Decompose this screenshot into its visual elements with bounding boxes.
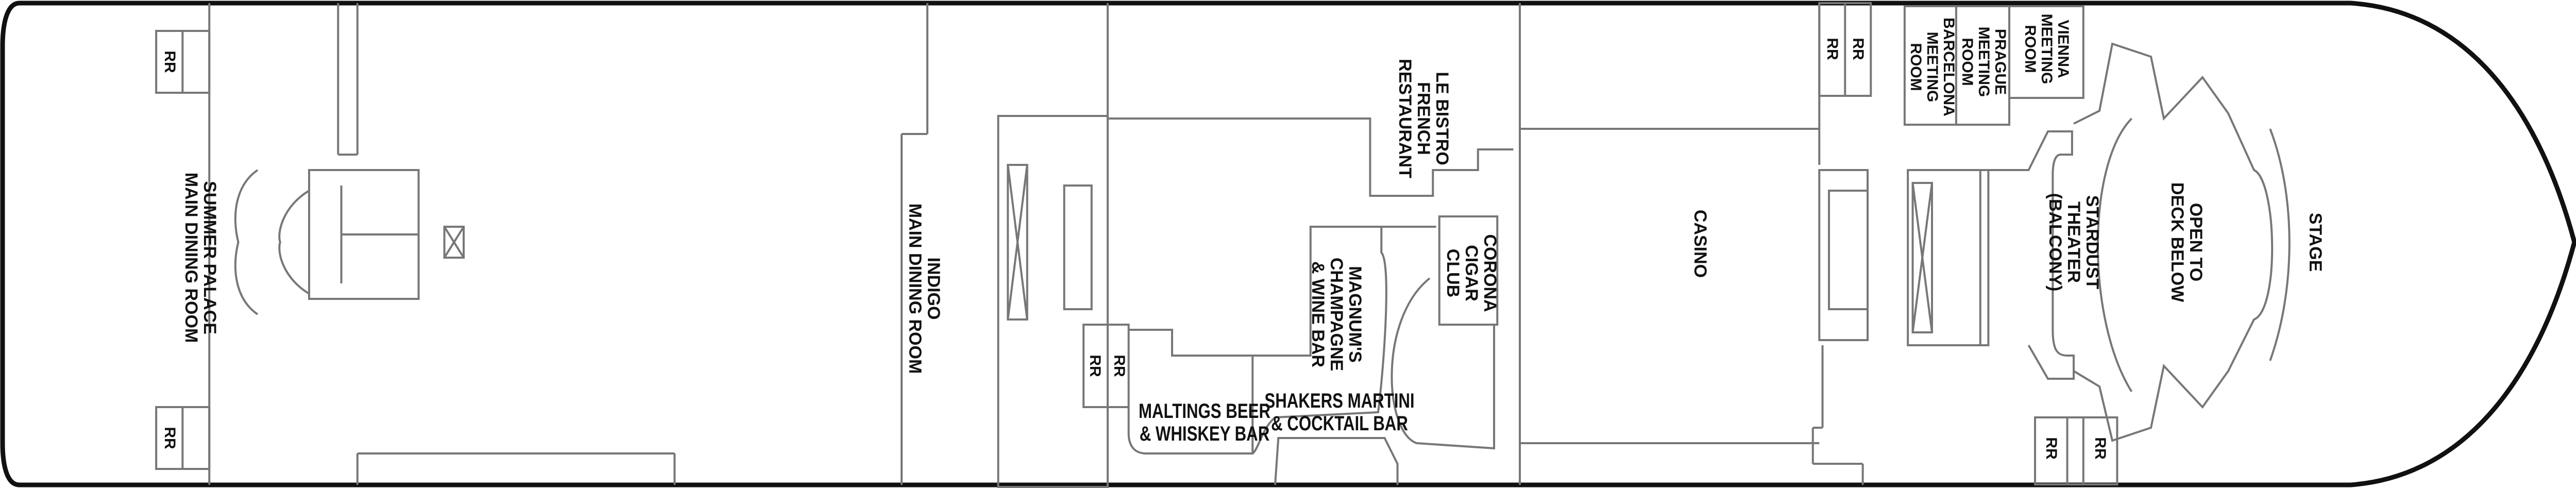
vienna-meeting-room-label: VIENNA MEETING ROOM [2021, 13, 2072, 85]
walls [156, 3, 2290, 487]
le-bistro-label: LE BISTRO FRENCH RESTAURANT [1395, 59, 1452, 178]
restroom-label: RR [2092, 437, 2109, 460]
restroom-label: RR [161, 427, 178, 449]
shakers-bar-label: SHAKERS MARTINI & COCKTAIL BAR [1264, 390, 1415, 435]
indigo-dining-room-label: INDIGO MAIN DINING ROOM [905, 203, 943, 374]
barcelona-meeting-room-label: BARCELONA MEETING ROOM [1907, 18, 1957, 116]
stage-label: STAGE [2305, 212, 2325, 272]
open-to-deck-below-label: OPEN TO DECK BELOW [2167, 182, 2206, 302]
summer-palace-dining-room-label: SUMMER PALACE MAIN DINING ROOM [181, 172, 219, 343]
restroom-label: RR [161, 51, 178, 73]
restroom-label: RR [1110, 355, 1128, 377]
stardust-theater-label: STARDUST THEATER (BALCONY) [2045, 193, 2102, 292]
maltings-bar-label: MALTINGS BEER & WHISKEY BAR [1138, 400, 1270, 445]
magnums-bar-label: MAGNUM'S CHAMPAGNE & WINE BAR [1308, 257, 1365, 372]
restroom-label: RR [2043, 437, 2060, 460]
restroom-label: RR [1850, 38, 1867, 60]
restroom-label: RR [1824, 38, 1841, 60]
prague-meeting-room-label: PRAGUE MEETING ROOM [1959, 26, 2009, 97]
restroom-label: RR [1087, 355, 1104, 377]
corona-cigar-club-label: CORONA CIGAR CLUB [1443, 234, 1500, 312]
hull-outline [3, 3, 2574, 485]
casino-label: CASINO [1690, 209, 1710, 278]
